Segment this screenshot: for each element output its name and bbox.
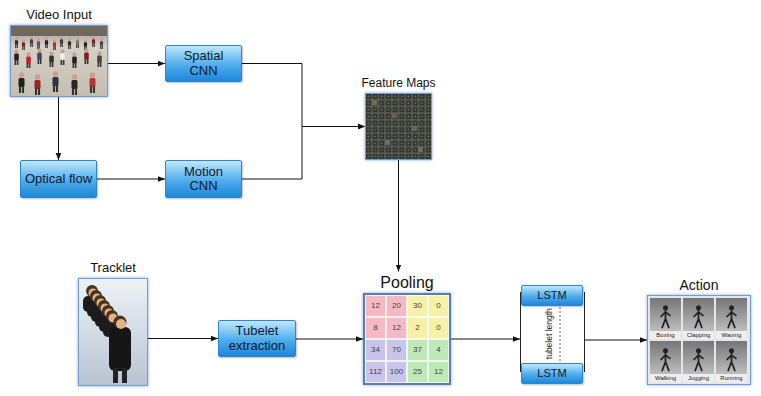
- flow-arrow: [108, 63, 165, 64]
- caption-strip: Running: [716, 374, 747, 382]
- pool-cell-value: 20: [392, 302, 401, 310]
- pool-cell-value: 100: [390, 368, 403, 376]
- pool-cell-value: 8: [373, 324, 377, 332]
- feature-grid: [365, 93, 432, 160]
- pool-cell-value: 25: [413, 368, 422, 376]
- caption-strip: Walking: [650, 374, 681, 382]
- action-class-label: Waving: [722, 332, 742, 338]
- length-dashed-line: [560, 307, 561, 361]
- box-label: LSTM: [537, 289, 566, 301]
- pool-cell-value: 2: [415, 324, 419, 332]
- action-class-label: Walking: [655, 375, 676, 381]
- grid-cell: 37: [407, 339, 428, 361]
- caption-strip: Boxing: [650, 331, 681, 339]
- video-input-frame: Video Input: [10, 25, 108, 97]
- pool-cell-value: 0: [436, 302, 440, 310]
- walking-person: [109, 316, 131, 384]
- pool-cell-value: 70: [392, 346, 401, 354]
- process-box: Optical flow: [20, 160, 97, 198]
- flow-arrow: [148, 338, 218, 339]
- flow-arrow: [97, 179, 165, 180]
- pool-cell-value: 37: [413, 346, 422, 354]
- pool-cell-value: 0: [436, 324, 440, 332]
- action-frame: ActionBoxingClappingWavingWalkingJogging…: [647, 295, 751, 385]
- caption-strip: Jogging: [683, 374, 714, 382]
- box-label: LSTM: [537, 367, 566, 379]
- action-class-label: Clapping: [687, 332, 711, 338]
- tracklet-frame: Tracklet: [78, 278, 148, 386]
- action-image: [647, 295, 751, 385]
- box-label: Spatial CNN: [169, 49, 238, 78]
- image-heading: Tracklet: [90, 261, 136, 276]
- flow-arrow: [451, 339, 520, 340]
- grid-cell: 0: [428, 317, 449, 339]
- image-heading: Feature Maps: [361, 77, 435, 91]
- process-box: Tubelet extraction: [218, 320, 296, 357]
- pool-cell-value: 112: [369, 368, 382, 376]
- pool-cell-value: 12: [392, 324, 401, 332]
- axis-label: tubelet length: [545, 308, 554, 359]
- grid-cell: 12: [365, 295, 386, 317]
- process-box: Motion CNN: [165, 160, 242, 198]
- flow-arrow: [296, 339, 363, 340]
- pooling-grid: Pooling12203008122034703741121002512: [363, 293, 451, 385]
- flow-arrow: [585, 340, 647, 341]
- image-heading: Pooling: [380, 274, 433, 292]
- caption-strip: Waving: [716, 331, 747, 339]
- grid-cell: 12: [428, 361, 449, 383]
- feature-map-image: [365, 93, 432, 160]
- building-strip: [10, 25, 108, 36]
- grid-cell: 70: [386, 339, 407, 361]
- pool-cell-value: 4: [436, 346, 440, 354]
- grid-cell: 2: [407, 317, 428, 339]
- grid-cell: 0: [428, 295, 449, 317]
- grid-cell: 8: [365, 317, 386, 339]
- box-label: Motion CNN: [169, 165, 238, 194]
- action-class-label: Boxing: [656, 332, 674, 338]
- image-heading: Action: [680, 277, 719, 293]
- flow-arrow: [242, 127, 365, 180]
- grid-cell: 4: [428, 339, 449, 361]
- lstm-box: LSTM: [521, 285, 583, 306]
- box-label: Optical flow: [25, 172, 92, 186]
- tracklet-ground: [78, 278, 148, 386]
- action-ground: [647, 295, 751, 385]
- feature-map-frame: Feature Maps: [365, 93, 432, 160]
- process-box: Spatial CNN: [165, 45, 242, 82]
- crowd-video-frame: [10, 25, 108, 97]
- pool-cell-value: 12: [371, 302, 380, 310]
- pool-cell-value: 34: [371, 346, 380, 354]
- tracklet-image: [78, 278, 148, 386]
- action-class-label: Running: [720, 375, 742, 381]
- grid-cell: 25: [407, 361, 428, 383]
- flow-arrow: [58, 97, 59, 160]
- pool-cell-value: 30: [413, 302, 422, 310]
- grid-cell: 30: [407, 295, 428, 317]
- image-heading: Video Input: [26, 8, 92, 23]
- pool-cell-value: 12: [434, 368, 443, 376]
- flow-arrow: [398, 160, 399, 272]
- grid-cell: 112: [365, 361, 386, 383]
- caption-strip: Clapping: [683, 331, 714, 339]
- street-ground: [10, 25, 108, 97]
- lstm-stack: tubelet lengthLSTMLSTM: [520, 292, 585, 372]
- flow-arrow: [242, 64, 365, 127]
- action-class-label: Jogging: [688, 375, 709, 381]
- box-label: Tubelet extraction: [222, 324, 292, 353]
- grid-cell: 20: [386, 295, 407, 317]
- grid-cell: 34: [365, 339, 386, 361]
- grid-cell: 12: [386, 317, 407, 339]
- grid-cell: 100: [386, 361, 407, 383]
- lstm-box: LSTM: [521, 363, 583, 384]
